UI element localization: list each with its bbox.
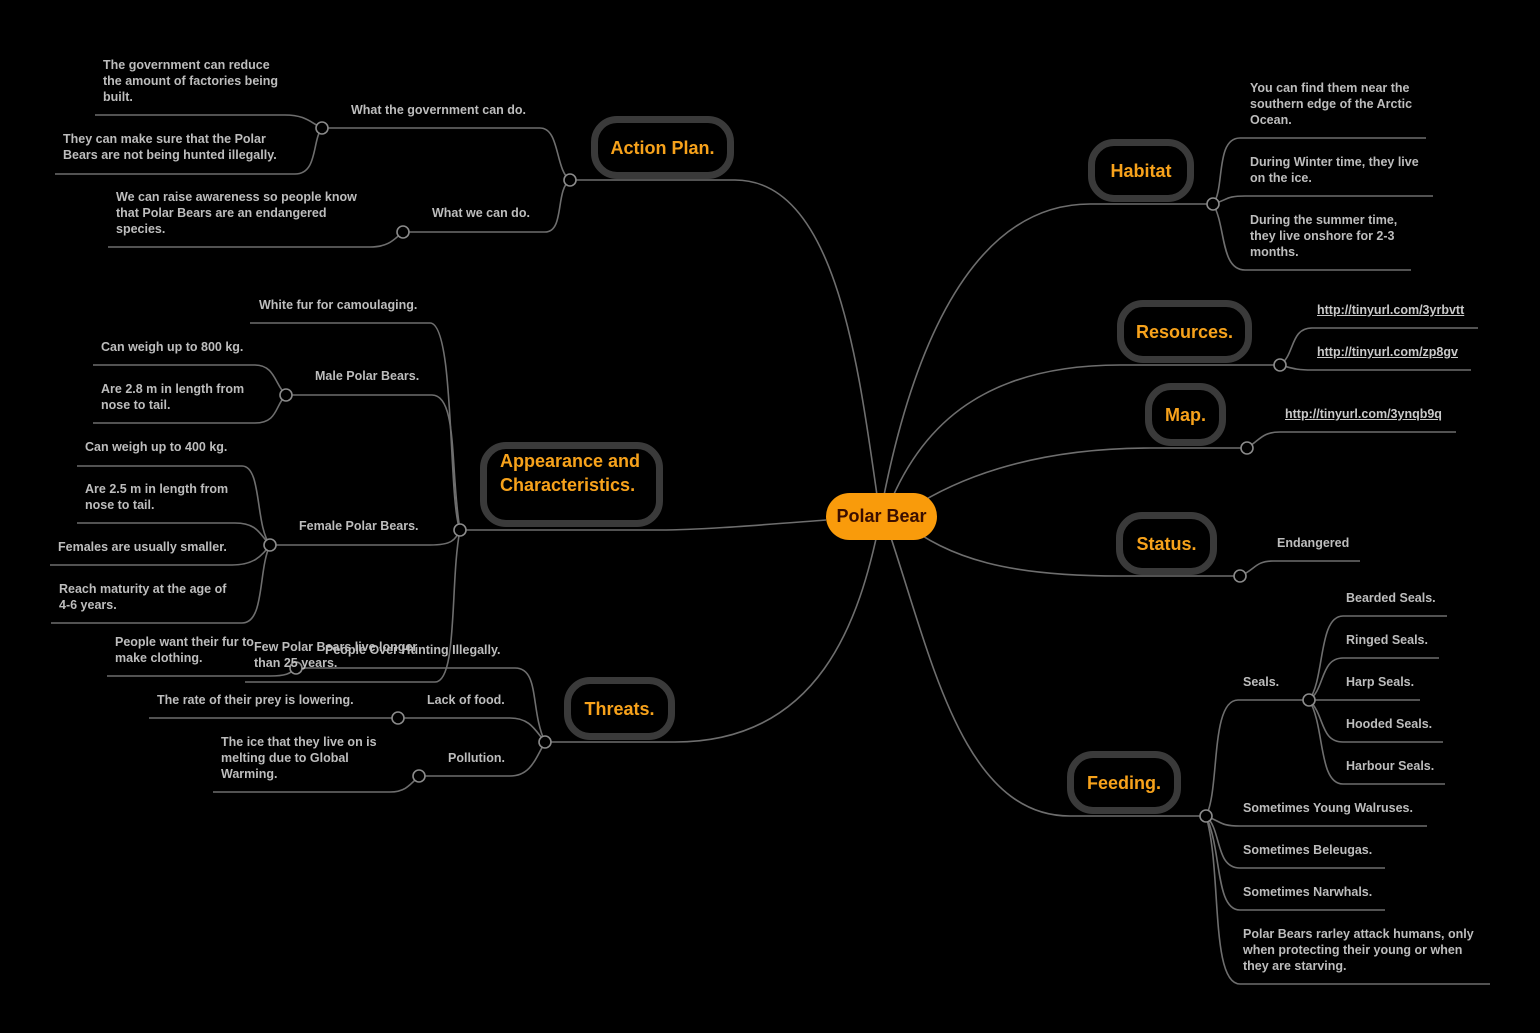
topic-map[interactable]: Map. bbox=[1145, 383, 1226, 446]
line: Reach maturity at the age of bbox=[59, 582, 227, 596]
line: southern edge of the Arctic bbox=[1250, 97, 1413, 111]
line: The government can reduce bbox=[103, 58, 270, 72]
label-female-item1[interactable]: Can weigh up to 400 kg. bbox=[85, 440, 228, 454]
line: nose to tail. bbox=[101, 398, 171, 412]
label-male[interactable]: Male Polar Bears. bbox=[315, 369, 420, 383]
label-food-item[interactable]: The rate of their prey is lowering. bbox=[157, 693, 354, 707]
label-habitat-item3[interactable]: During the summer time, they live onshor… bbox=[1250, 212, 1397, 260]
line: They can make sure that the Polar bbox=[63, 132, 266, 146]
line: make clothing. bbox=[115, 651, 203, 665]
central-topic-polar-bear[interactable]: Polar Bear bbox=[826, 493, 937, 540]
label-habitat-item2[interactable]: During Winter time, they live on the ice… bbox=[1250, 154, 1419, 186]
label-seal-harp[interactable]: Harp Seals. bbox=[1346, 675, 1415, 689]
line: than 25 years. bbox=[254, 656, 338, 670]
line: During Winter time, they live bbox=[1250, 155, 1419, 169]
line: the amount of factories being bbox=[103, 74, 279, 88]
label-we-can-do[interactable]: What we can do. bbox=[432, 206, 530, 220]
label-walruses[interactable]: Sometimes Young Walruses. bbox=[1243, 801, 1413, 815]
label-white-fur[interactable]: White fur for camoulaging. bbox=[259, 298, 418, 312]
line: During the summer time, bbox=[1250, 213, 1398, 227]
label-seal-ringed[interactable]: Ringed Seals. bbox=[1346, 633, 1428, 647]
line: We can raise awareness so people know bbox=[116, 190, 357, 204]
label-seal-harbour[interactable]: Harbour Seals. bbox=[1346, 759, 1435, 773]
line: You can find them near the bbox=[1250, 81, 1410, 95]
line: Few Polar Bears live longer bbox=[254, 640, 418, 654]
label-female-item4[interactable]: Reach maturity at the age of 4-6 years. bbox=[59, 581, 226, 613]
topic-appearance-line2: Characteristics. bbox=[500, 475, 636, 495]
line: months. bbox=[1250, 245, 1299, 259]
line: 4-6 years. bbox=[59, 598, 117, 612]
line: melting due to Global bbox=[221, 751, 349, 765]
line: species. bbox=[116, 222, 166, 236]
label-hunting[interactable]: People Over Hunting Illegally. bbox=[325, 643, 501, 657]
line: The ice that they live on is bbox=[221, 735, 377, 749]
label-belugas[interactable]: Sometimes Beleugas. bbox=[1243, 843, 1373, 857]
line: Bears are not being hunted illegally. bbox=[63, 148, 277, 162]
map-link[interactable]: http://tinyurl.com/3ynqb9q bbox=[1285, 407, 1442, 421]
label-female[interactable]: Female Polar Bears. bbox=[299, 519, 419, 533]
topic-resources[interactable]: Resources. bbox=[1117, 300, 1252, 363]
label-status-endangered[interactable]: Endangered bbox=[1277, 536, 1350, 550]
line: Warming. bbox=[221, 767, 278, 781]
topic-action-plan[interactable]: Action Plan. bbox=[591, 116, 734, 179]
topic-feeding[interactable]: Feeding. bbox=[1067, 751, 1181, 814]
line: on the ice. bbox=[1250, 171, 1312, 185]
label-we-item1[interactable]: We can raise awareness so people know th… bbox=[116, 189, 357, 237]
label-lifespan[interactable]: Few Polar Bears live longer than 25 year… bbox=[254, 639, 417, 671]
label-pollution-item[interactable]: The ice that they live on is melting due… bbox=[221, 734, 377, 782]
label-seal-hooded[interactable]: Hooded Seals. bbox=[1346, 717, 1433, 731]
line: that Polar Bears are an endangered bbox=[116, 206, 327, 220]
label-seals[interactable]: Seals. bbox=[1243, 675, 1280, 689]
label-gov-item2[interactable]: They can make sure that the Polar Bears … bbox=[63, 131, 277, 163]
topic-habitat[interactable]: Habitat bbox=[1088, 139, 1194, 202]
label-male-item2[interactable]: Are 2.8 m in length from nose to tail. bbox=[101, 381, 244, 413]
line: Are 2.8 m in length from bbox=[101, 382, 245, 396]
label-hunting-item[interactable]: People want their fur to make clothing. bbox=[115, 634, 254, 666]
line: People want their fur to bbox=[115, 635, 254, 649]
label-pollution[interactable]: Pollution. bbox=[448, 751, 505, 765]
line: they are starving. bbox=[1243, 959, 1347, 973]
resource-link-2[interactable]: http://tinyurl.com/zp8gv bbox=[1317, 345, 1458, 359]
resource-link-1[interactable]: http://tinyurl.com/3yrbvtt bbox=[1317, 303, 1465, 317]
line: they live onshore for 2-3 bbox=[1250, 229, 1395, 243]
line: Ocean. bbox=[1250, 113, 1292, 127]
label-female-item2[interactable]: Are 2.5 m in length from nose to tail. bbox=[85, 481, 228, 513]
line: nose to tail. bbox=[85, 498, 155, 512]
label-narwhals[interactable]: Sometimes Narwhals. bbox=[1243, 885, 1373, 899]
label-government[interactable]: What the government can do. bbox=[351, 103, 527, 117]
label-humans[interactable]: Polar Bears rarley attack humans, only w… bbox=[1243, 926, 1474, 974]
label-male-item1[interactable]: Can weigh up to 800 kg. bbox=[101, 340, 244, 354]
line: when protecting their young or when bbox=[1243, 943, 1463, 957]
label-lack-of-food[interactable]: Lack of food. bbox=[427, 693, 505, 707]
label-gov-item1[interactable]: The government can reduce the amount of … bbox=[103, 57, 278, 105]
line: Polar Bears rarley attack humans, only bbox=[1243, 927, 1474, 941]
label-habitat-item1[interactable]: You can find them near the southern edge… bbox=[1250, 80, 1412, 128]
topic-threats[interactable]: Threats. bbox=[564, 677, 675, 740]
line: built. bbox=[103, 90, 133, 104]
topic-appearance-line1: Appearance and bbox=[500, 451, 641, 471]
line: Are 2.5 m in length from bbox=[85, 482, 229, 496]
label-seal-bearded[interactable]: Bearded Seals. bbox=[1346, 591, 1436, 605]
topic-status[interactable]: Status. bbox=[1116, 512, 1217, 575]
topic-appearance[interactable]: Appearance and Characteristics. bbox=[480, 442, 663, 527]
label-female-item3[interactable]: Females are usually smaller. bbox=[58, 540, 227, 554]
branch-knobs bbox=[263, 121, 1316, 823]
